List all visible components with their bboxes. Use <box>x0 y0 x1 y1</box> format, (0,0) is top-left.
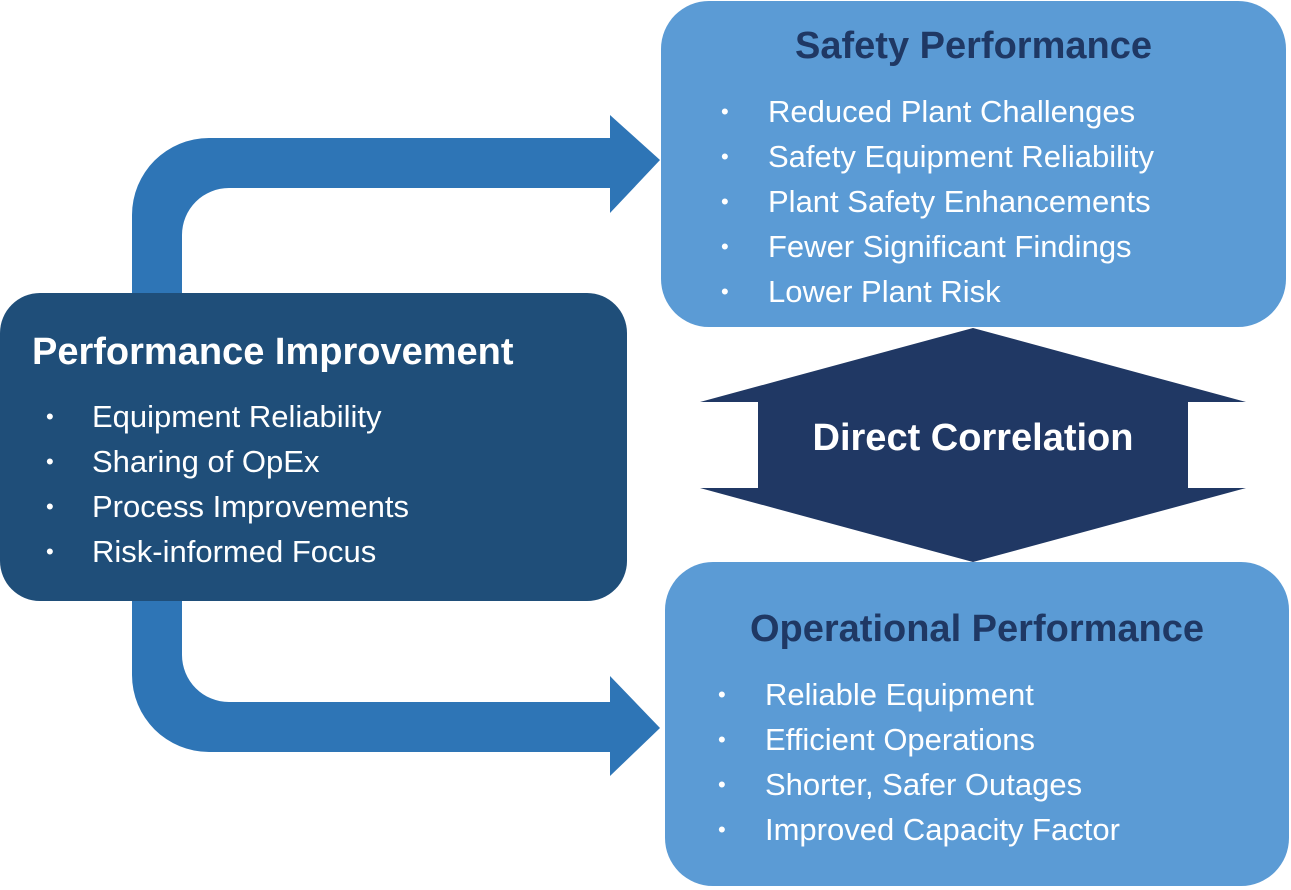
bullet-icon: • <box>721 144 729 169</box>
list-item-label: Plant Safety Enhancements <box>768 184 1151 219</box>
operational-performance-list: • Reliable Equipment • Efficient Operation… <box>718 672 1120 852</box>
bullet-icon: • <box>46 494 54 519</box>
list-item: • Efficient Operations <box>718 717 1120 762</box>
bullet-icon: • <box>46 449 54 474</box>
safety-performance-title: Safety Performance <box>795 25 1152 67</box>
list-item-label: Safety Equipment Reliability <box>768 139 1154 174</box>
operational-performance-box: Operational Performance • Reliable Equipm… <box>665 562 1289 886</box>
safety-performance-box: Safety Performance • Reduced Plant Challe… <box>661 1 1286 327</box>
bullet-icon: • <box>721 279 729 304</box>
list-item: • Reduced Plant Challenges <box>721 89 1154 134</box>
bullet-icon: • <box>46 539 54 564</box>
list-item-label: Reliable Equipment <box>765 677 1034 712</box>
correlation-arrow <box>700 328 1246 562</box>
bullet-icon: • <box>721 99 729 124</box>
list-item: • Plant Safety Enhancements <box>721 179 1154 224</box>
performance-improvement-title: Performance Improvement <box>32 331 514 373</box>
list-item-label: Improved Capacity Factor <box>765 812 1120 847</box>
list-item: • Reliable Equipment <box>718 672 1120 717</box>
performance-improvement-box: Performance Improvement • Equipment Relia… <box>0 293 627 601</box>
bullet-icon: • <box>46 404 54 429</box>
list-item-label: Reduced Plant Challenges <box>768 94 1136 129</box>
list-item: • Improved Capacity Factor <box>718 807 1120 852</box>
list-item-label: Process Improvements <box>92 489 409 524</box>
arrow-to-operational <box>132 601 660 776</box>
list-item: • Shorter, Safer Outages <box>718 762 1120 807</box>
list-item-label: Efficient Operations <box>765 722 1035 757</box>
bullet-icon: • <box>721 189 729 214</box>
list-item: • Sharing of OpEx <box>46 439 409 484</box>
safety-performance-list: • Reduced Plant Challenges • Safety Equipm… <box>721 89 1154 314</box>
list-item-label: Shorter, Safer Outages <box>765 767 1083 802</box>
list-item-label: Equipment Reliability <box>92 399 382 434</box>
arrow-to-safety <box>132 115 660 293</box>
direct-correlation-label: Direct Correlation <box>812 417 1134 459</box>
list-item-label: Lower Plant Risk <box>768 274 1001 309</box>
list-item: • Risk-informed Focus <box>46 529 409 574</box>
bullet-icon: • <box>718 682 726 707</box>
list-item-label: Fewer Significant Findings <box>768 229 1132 264</box>
bullet-icon: • <box>721 234 729 259</box>
list-item: • Fewer Significant Findings <box>721 224 1154 269</box>
bullet-icon: • <box>718 817 726 842</box>
bullet-icon: • <box>718 772 726 797</box>
bullet-icon: • <box>718 727 726 752</box>
list-item: • Equipment Reliability <box>46 394 409 439</box>
list-item: • Lower Plant Risk <box>721 269 1154 314</box>
performance-improvement-list: •Equipment Reliability •Sharing of OpEx … <box>46 394 409 574</box>
list-item-label: Risk-informed Focus <box>92 534 377 569</box>
list-item-label: Sharing of OpEx <box>92 444 320 479</box>
operational-performance-title: Operational Performance <box>749 608 1205 650</box>
list-item: • Safety Equipment Reliability <box>721 134 1154 179</box>
list-item: • Process Improvements <box>46 484 409 529</box>
